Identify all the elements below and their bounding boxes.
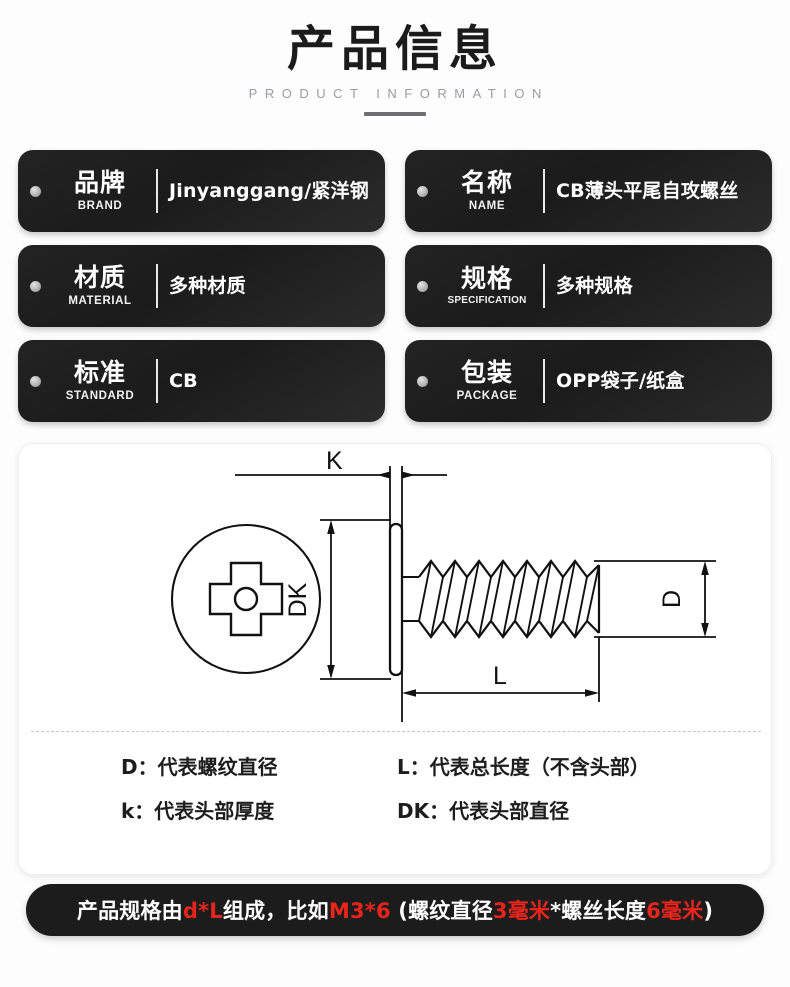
info-card-name: 名称 NAME CB薄头平尾自攻螺丝 [405, 150, 772, 232]
card-dot-icon [30, 375, 41, 387]
card-value: CB [169, 369, 198, 392]
card-label-cn: 材质 [73, 263, 126, 293]
card-label-group: 名称 NAME [437, 168, 541, 212]
dimension-label-dk: DK [284, 582, 312, 617]
spec-part-length: 6毫米 [646, 899, 704, 923]
l-arrow-left [402, 689, 416, 697]
phillips-cross-icon [208, 561, 284, 637]
card-label-group: 材质 MATERIAL [50, 263, 154, 307]
spec-part-dl: d*L [182, 899, 223, 923]
spec-part-5: (螺纹直径 [390, 899, 493, 923]
dk-arrow-top [327, 520, 335, 534]
panel-separator [31, 731, 761, 732]
card-divider [543, 264, 545, 308]
card-label-group: 标准 STANDARD [50, 358, 154, 402]
card-label-group: 包装 PACKAGE [437, 358, 541, 402]
spec-part-7: *螺丝长度 [550, 899, 647, 923]
card-label-group: 规格 SPECIFICATION [437, 263, 541, 307]
card-divider [543, 359, 545, 403]
card-label-en: MATERIAL [68, 294, 132, 307]
card-label-en: BRAND [77, 199, 123, 212]
dimension-label-k: K [326, 447, 343, 475]
legend-item-dk: DK：代表头部直径 [397, 799, 570, 823]
thread-flank-lines [418, 560, 600, 638]
info-card-grid: 品牌 BRAND Jinyanggang/紧洋钢 名称 NAME CB薄头平尾自… [0, 150, 790, 422]
spec-part-example: M3*6 [328, 899, 391, 923]
card-label-en: STANDARD [65, 389, 135, 402]
dk-arrow-bottom [327, 665, 335, 679]
dimension-legend: D：代表螺纹直径 L：代表总长度（不含头部） k：代表头部厚度 DK：代表头部直… [19, 754, 771, 824]
card-divider [543, 169, 545, 213]
info-card-standard: 标准 STANDARD CB [18, 340, 385, 422]
legend-item-l: L：代表总长度（不含头部） [397, 755, 650, 779]
header-divider [364, 112, 426, 117]
card-divider [156, 359, 158, 403]
screw-technical-drawing: K DK D L [19, 444, 771, 722]
page-subtitle: PRODUCT INFORMATION [248, 86, 549, 102]
thread-crest-upper [418, 559, 600, 579]
legend-item-d: D：代表螺纹直径 [121, 755, 278, 779]
card-dot-icon [30, 185, 41, 197]
card-label-en: NAME [468, 199, 506, 212]
page-header: 产品信息 PRODUCT INFORMATION [0, 0, 790, 117]
card-label-group: 品牌 BRAND [50, 168, 154, 212]
diagram-panel: K DK D L D：代表螺纹直径 L：代表总长度（不含头部） k：代表头部厚度… [18, 443, 772, 875]
screw-head-circle [170, 523, 322, 675]
spec-part-1: 产品规格由 [76, 899, 183, 923]
card-label-cn: 名称 [460, 168, 513, 198]
card-dot-icon [417, 280, 428, 292]
info-card-package: 包装 PACKAGE OPP袋子/纸盒 [405, 340, 772, 422]
spec-part-3: 组成，比如 [222, 899, 329, 923]
card-divider [156, 264, 158, 308]
k-arrow-left [377, 471, 390, 479]
phillips-center-circle [233, 586, 259, 612]
d-arrow-bottom [701, 623, 709, 637]
card-dot-icon [417, 375, 428, 387]
info-card-brand: 品牌 BRAND Jinyanggang/紧洋钢 [18, 150, 385, 232]
card-divider [156, 169, 158, 213]
card-dot-icon [417, 185, 428, 197]
dimension-label-d: D [658, 590, 686, 608]
spec-part-9: ) [703, 899, 714, 923]
spec-format-bar: 产品规格由d*L组成，比如M3*6 (螺纹直径3毫米*螺丝长度6毫米) [26, 884, 764, 936]
card-value: OPP袋子/纸盒 [556, 369, 685, 392]
page-title: 产品信息 [286, 21, 503, 77]
card-value: Jinyanggang/紧洋钢 [169, 179, 369, 202]
legend-item-k: k：代表头部厚度 [121, 799, 275, 823]
spec-format-text: 产品规格由d*L组成，比如M3*6 (螺纹直径3毫米*螺丝长度6毫米) [77, 895, 713, 925]
card-value: 多种材质 [169, 274, 246, 297]
card-label-en: PACKAGE [456, 389, 518, 402]
dimension-label-l: L [493, 662, 507, 690]
card-value: CB薄头平尾自攻螺丝 [556, 179, 739, 202]
spec-part-diameter: 3毫米 [492, 899, 551, 923]
k-arrow-right [402, 471, 415, 479]
info-card-specification: 规格 SPECIFICATION 多种规格 [405, 245, 772, 327]
screw-diagram-svg: K DK D L [170, 447, 716, 722]
screw-head-side [388, 522, 404, 677]
card-label-cn: 规格 [460, 263, 513, 293]
card-label-cn: 标准 [73, 358, 126, 388]
card-label-cn: 品牌 [73, 168, 126, 198]
d-arrow-top [701, 561, 709, 575]
card-label-cn: 包装 [460, 358, 513, 388]
card-value: 多种规格 [556, 274, 633, 297]
card-label-en: SPECIFICATION [447, 295, 527, 307]
card-dot-icon [30, 280, 41, 292]
thread-crest-lower [418, 619, 600, 639]
l-arrow-right [585, 689, 599, 697]
info-card-material: 材质 MATERIAL 多种材质 [18, 245, 385, 327]
